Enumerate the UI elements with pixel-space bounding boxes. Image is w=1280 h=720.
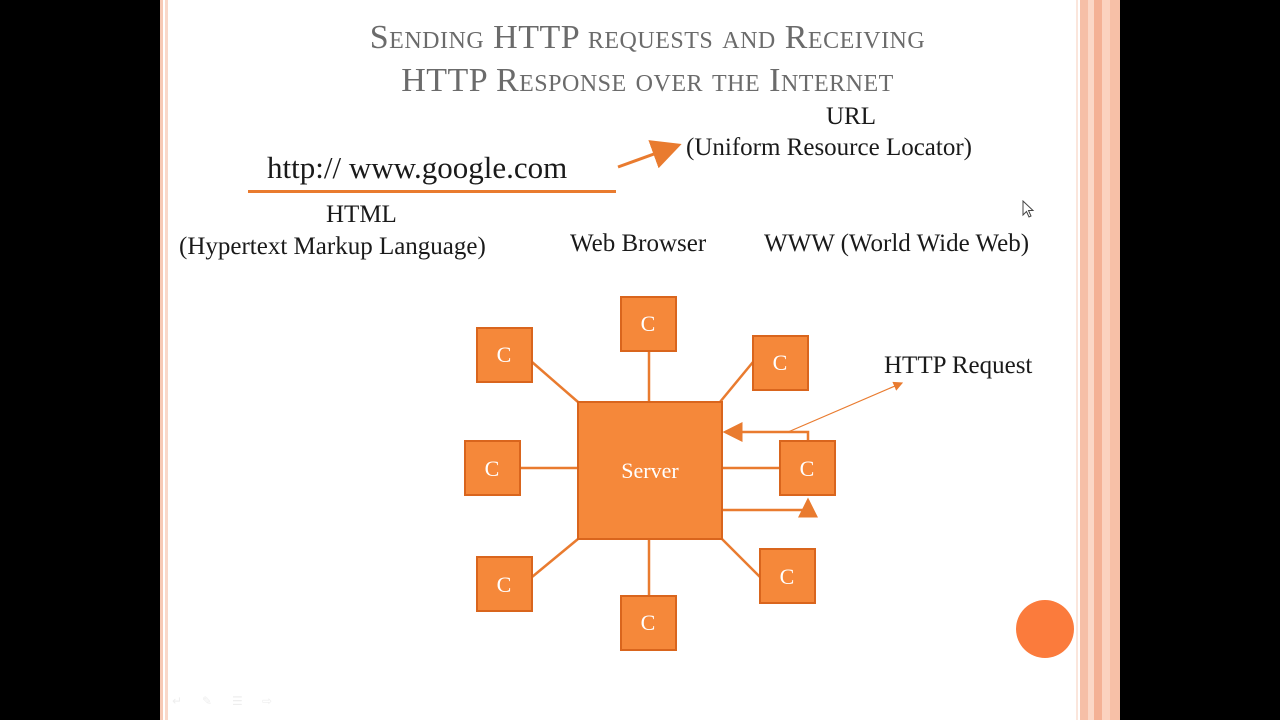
client-node-top-right: C	[752, 335, 809, 391]
url-label: URL	[826, 103, 876, 130]
slide-border-left	[160, 0, 170, 720]
arrow-icon[interactable]: ⇨	[262, 694, 273, 708]
menu-icon[interactable]: ☰	[232, 694, 243, 708]
client-node-bottom-right: C	[759, 548, 816, 604]
slide-border-right	[1076, 0, 1120, 720]
connector-bottom-right	[721, 538, 761, 578]
slide-title: Sending HTTP requests and Receiving HTTP…	[270, 16, 1025, 102]
client-server-diagram: Server C C C C C C C	[464, 140, 904, 651]
client-node-left: C	[464, 440, 521, 496]
client-label: C	[641, 610, 656, 635]
client-node-top-left: C	[476, 327, 533, 383]
url-description: (Uniform Resource Locator)	[686, 134, 972, 161]
server-label: Server	[621, 458, 679, 483]
title-line-2: HTTP Response over the Internet	[401, 62, 894, 99]
client-label: C	[497, 342, 512, 367]
request-arrow	[722, 422, 810, 442]
client-label: C	[800, 456, 815, 481]
connector-bottom-left	[531, 538, 579, 578]
www-label: WWW (World Wide Web)	[764, 230, 1030, 257]
mouse-cursor-icon	[1022, 200, 1035, 218]
slide: Sending HTTP requests and Receiving HTTP…	[160, 0, 1120, 720]
html-description: (Hypertext Markup Language)	[179, 233, 486, 260]
html-label: HTML	[326, 201, 397, 228]
client-label: C	[485, 456, 500, 481]
client-node-top: C	[620, 296, 677, 352]
pen-icon[interactable]: ✎	[202, 694, 213, 708]
url-example: http:// www.google.com	[267, 150, 568, 185]
response-arrow	[722, 497, 818, 518]
client-node-bottom-left: C	[476, 556, 533, 612]
url-underline	[248, 190, 616, 193]
connector-top-left	[531, 361, 579, 403]
url-arrow	[617, 140, 682, 169]
client-label: C	[497, 572, 512, 597]
client-label: C	[780, 564, 795, 589]
arrow-icon[interactable]: ↵	[172, 694, 183, 708]
server-node	[577, 401, 723, 540]
web-browser-label: Web Browser	[570, 230, 707, 257]
connector-top-right	[719, 361, 754, 403]
title-line-1: Sending HTTP requests and Receiving	[369, 19, 926, 56]
slideshow-toolbar: ↵ ✎ ☰ ⇨	[172, 694, 278, 708]
client-node-right: C	[779, 440, 836, 496]
slide-decoration-circle	[1016, 600, 1074, 658]
client-label: C	[641, 311, 656, 336]
client-label: C	[773, 350, 788, 375]
http-request-pointer	[787, 381, 904, 433]
http-request-label: HTTP Request	[884, 352, 1033, 379]
client-node-bottom: C	[620, 595, 677, 651]
